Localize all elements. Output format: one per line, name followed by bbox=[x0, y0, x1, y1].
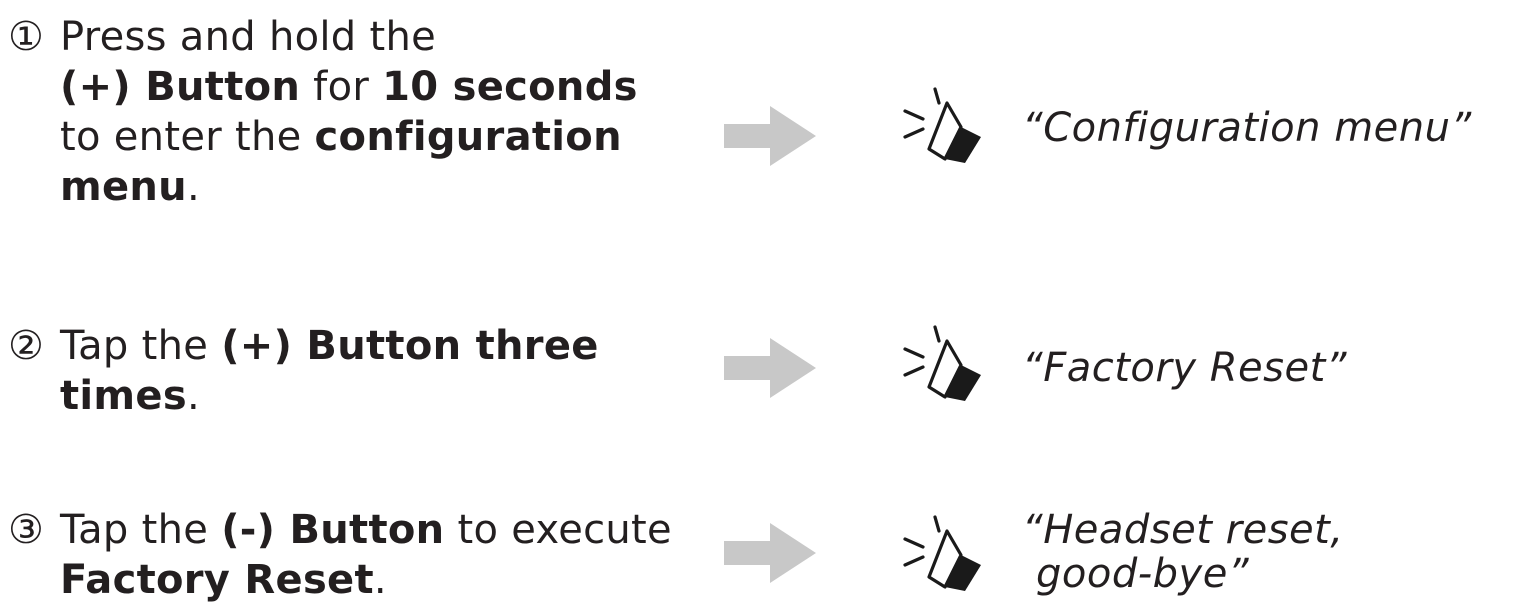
voice-prompt-2: “Factory Reset” bbox=[1022, 346, 1347, 390]
right-arrow-icon bbox=[724, 106, 816, 166]
right-arrow-icon bbox=[724, 338, 816, 398]
step-1-text: ① Press and hold the (+) Button for 10 se… bbox=[8, 12, 638, 212]
voice-prompt-3-line-1: “Headset reset, bbox=[1022, 507, 1344, 553]
plus-button-label: (+) Button bbox=[60, 64, 301, 110]
step-3-text-tap: Tap the bbox=[60, 507, 222, 553]
step-3-number: ③ bbox=[8, 507, 45, 553]
speaker-icon bbox=[903, 515, 981, 591]
duration-label: 10 seconds bbox=[382, 64, 638, 110]
voice-prompt-2-line-1: “Factory Reset” bbox=[1022, 345, 1347, 391]
voice-prompt-1: “Configuration menu” bbox=[1022, 106, 1472, 150]
voice-prompt-3: “Headset reset, good-bye” bbox=[1022, 508, 1344, 596]
voice-prompt-1-line-1: “Configuration menu” bbox=[1022, 105, 1472, 151]
step-1-number: ① bbox=[8, 14, 45, 60]
step-3: ③ Tap the (-) Button to execute Factory R… bbox=[8, 505, 672, 605]
factory-reset-label: Factory Reset bbox=[60, 557, 374, 603]
speaker-icon bbox=[903, 325, 981, 401]
speaker-icon bbox=[903, 87, 981, 163]
menu-label: menu bbox=[60, 164, 187, 210]
step-3-text: ③ Tap the (-) Button to execute Factory R… bbox=[8, 505, 672, 605]
times-label: times bbox=[60, 373, 187, 419]
step-1-text-enter: to enter the bbox=[60, 114, 315, 160]
plus-button-three-label: (+) Button three bbox=[221, 323, 599, 369]
step-1-period: . bbox=[186, 164, 200, 210]
step-2-number: ② bbox=[8, 323, 45, 369]
step-1-text-for: for bbox=[300, 64, 383, 110]
minus-button-label: (-) Button bbox=[221, 507, 445, 553]
step-2: ② Tap the (+) Button three times. bbox=[8, 321, 599, 421]
step-3-text-execute: to execute bbox=[444, 507, 672, 553]
step-2-text-tap: Tap the bbox=[60, 323, 222, 369]
voice-prompt-3-line-2: good-bye” bbox=[1036, 551, 1250, 597]
step-1: ① Press and hold the (+) Button for 10 se… bbox=[8, 12, 638, 212]
step-2-period: . bbox=[186, 373, 200, 419]
configuration-label: configuration bbox=[314, 114, 622, 160]
step-2-text: ② Tap the (+) Button three times. bbox=[8, 321, 599, 421]
step-1-line-1: Press and hold the bbox=[60, 14, 437, 60]
right-arrow-icon bbox=[724, 523, 816, 583]
step-3-period: . bbox=[373, 557, 387, 603]
